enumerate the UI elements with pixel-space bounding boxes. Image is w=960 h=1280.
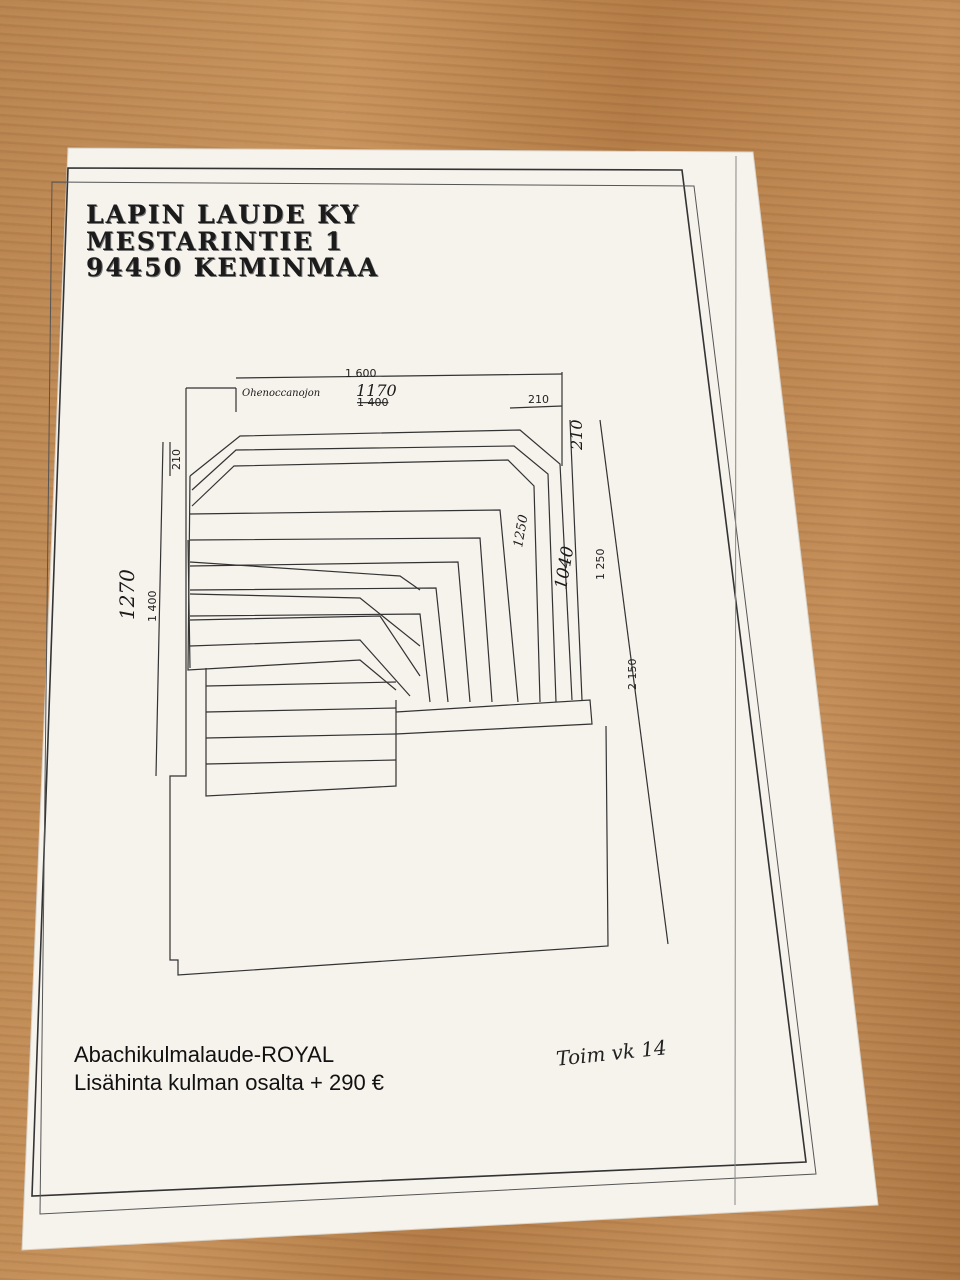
dim-top-note-handwritten: Ohenoccanojon [242,388,320,399]
product-name: Abachikulmalaude-ROYAL [74,1042,335,1067]
dim-left-height-handwritten: 1270 [115,569,139,620]
dim-inner-height-handwritten: 1250 [511,513,532,548]
company-street: MESTARINTIE 1 [86,227,345,256]
dim-left-height: 1 400 [146,591,159,623]
company-city: 94450 KEMINMAA [86,253,380,282]
company-name: LAPIN LAUDE KY [86,200,361,229]
dim-top-width: 1 600 [345,367,377,380]
dim-top-width-handwritten: 1170 [356,381,397,400]
dim-top-corner: 210 [528,393,549,406]
dim-right-height: 1 250 [594,549,607,581]
dim-left-corner: 210 [170,449,183,470]
dim-top-width-struck: 1 400 [357,396,389,409]
product-price: Lisähinta kulman osalta + 290 € [74,1070,385,1095]
dim-right-corner-handwritten: 210 [567,419,586,451]
dim-right-total: 2 150 [626,659,639,691]
sauna-floor-plan [155,372,669,976]
